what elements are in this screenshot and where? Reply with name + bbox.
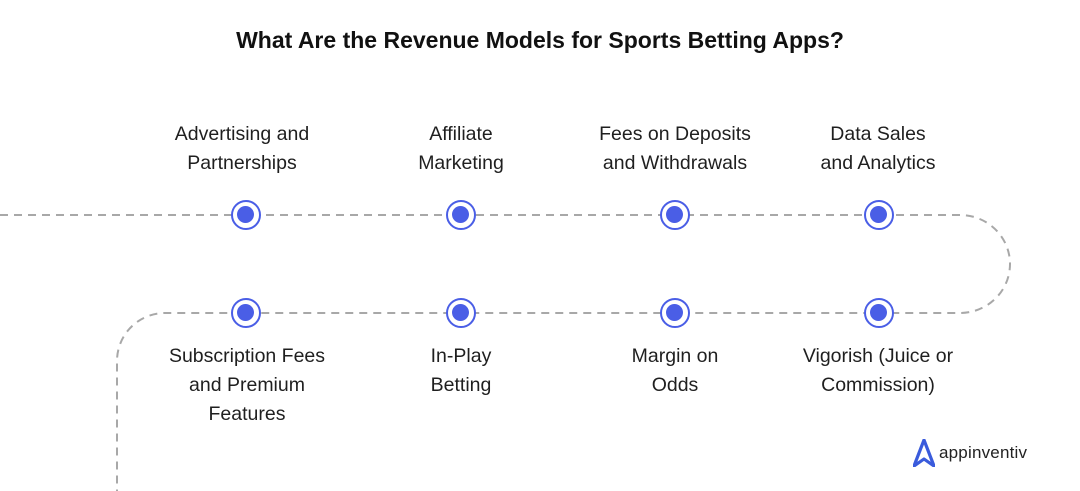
brand-name: appinventiv (939, 443, 1028, 462)
label-fees: Fees on Deposits and Withdrawals (599, 123, 751, 174)
node-affiliate (446, 200, 476, 230)
label-vigorish: Vigorish (Juice or Commission) (802, 345, 954, 396)
label-margin: Margin on Odds (631, 345, 719, 396)
node-data-sales (864, 200, 894, 230)
label-affiliate: Affiliate Marketing (418, 123, 504, 174)
label-advertising: Advertising and Partnerships (174, 123, 310, 174)
node-margin (660, 298, 690, 328)
label-subscription: Subscription Fees and Premium Features (168, 345, 326, 425)
label-in-play: In-Play Betting (430, 345, 492, 396)
brand-logo: appinventiv (913, 438, 1027, 468)
label-data-sales: Data Sales and Analytics (820, 123, 936, 174)
appinventiv-logo-icon (913, 439, 935, 467)
node-vigorish (864, 298, 894, 328)
node-fees (660, 200, 690, 230)
node-in-play (446, 298, 476, 328)
node-subscription (231, 298, 261, 328)
diagram-title: What Are the Revenue Models for Sports B… (236, 27, 844, 53)
node-advertising (231, 200, 261, 230)
